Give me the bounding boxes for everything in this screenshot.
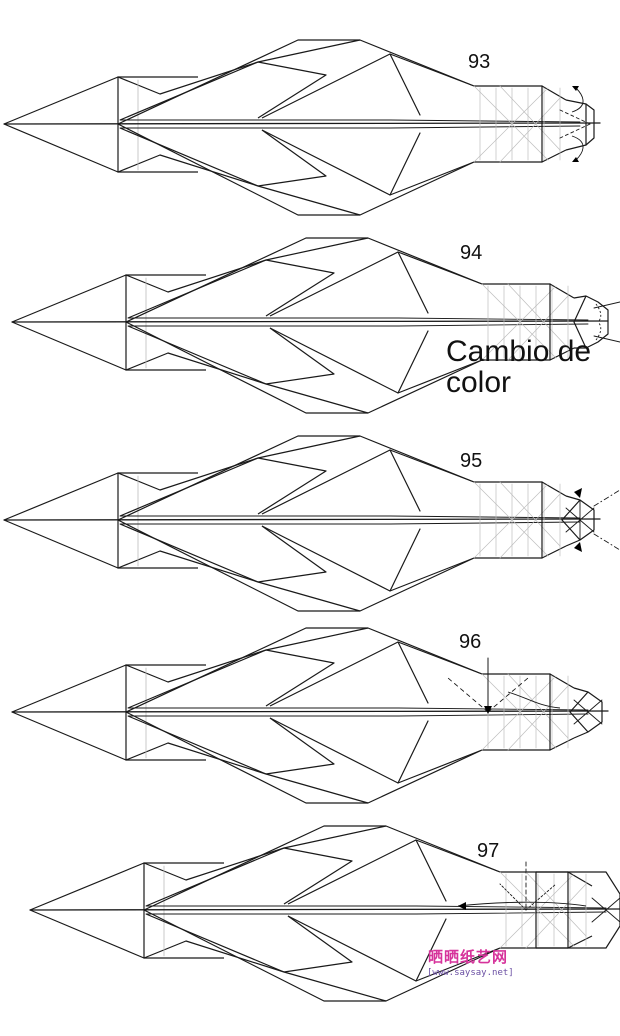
step-94-model (11, 237, 620, 414)
step-95-model (3, 435, 620, 612)
watermark-site-name: 晒晒纸艺网 (428, 948, 509, 966)
step-96-number: 96 (459, 631, 482, 653)
color-change-note-line2: color (446, 366, 512, 399)
step-96-model (11, 627, 609, 804)
step-93-number: 93 (468, 51, 491, 73)
step-93-model (3, 39, 601, 216)
step-95-number: 95 (460, 450, 483, 472)
step-97-model (29, 825, 620, 1002)
color-change-note: Cambio de color (446, 336, 591, 398)
color-change-note-line1: Cambio de (446, 335, 592, 368)
watermark-url: [www.saysay.net] (427, 968, 514, 978)
step-97-number: 97 (477, 840, 500, 862)
step-94-number: 94 (460, 242, 483, 264)
